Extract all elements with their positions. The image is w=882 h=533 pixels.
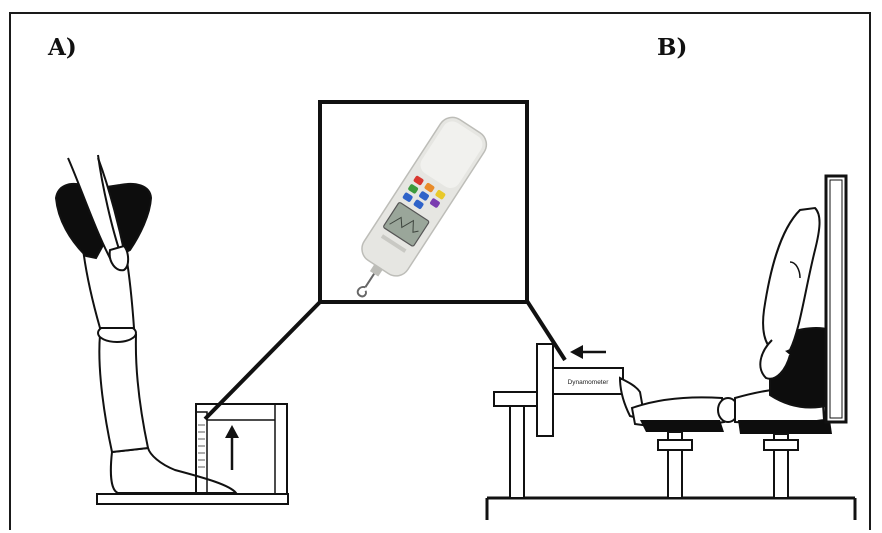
connector-line-a <box>205 301 321 419</box>
base-plate-a <box>97 494 288 504</box>
push-plate <box>537 344 553 436</box>
seat <box>738 420 832 434</box>
backrest <box>826 176 846 422</box>
arrow-left-icon <box>570 345 606 359</box>
panel-a-figure <box>56 155 321 504</box>
lower-leg <box>99 335 148 452</box>
scale-ticks <box>198 425 205 467</box>
dynamometer-label: Dynamometer <box>568 379 610 386</box>
device-inset <box>320 102 527 310</box>
panel-b-figure: Dynamometer <box>487 176 855 520</box>
foot <box>111 448 236 493</box>
arrow-up-icon <box>225 425 239 470</box>
